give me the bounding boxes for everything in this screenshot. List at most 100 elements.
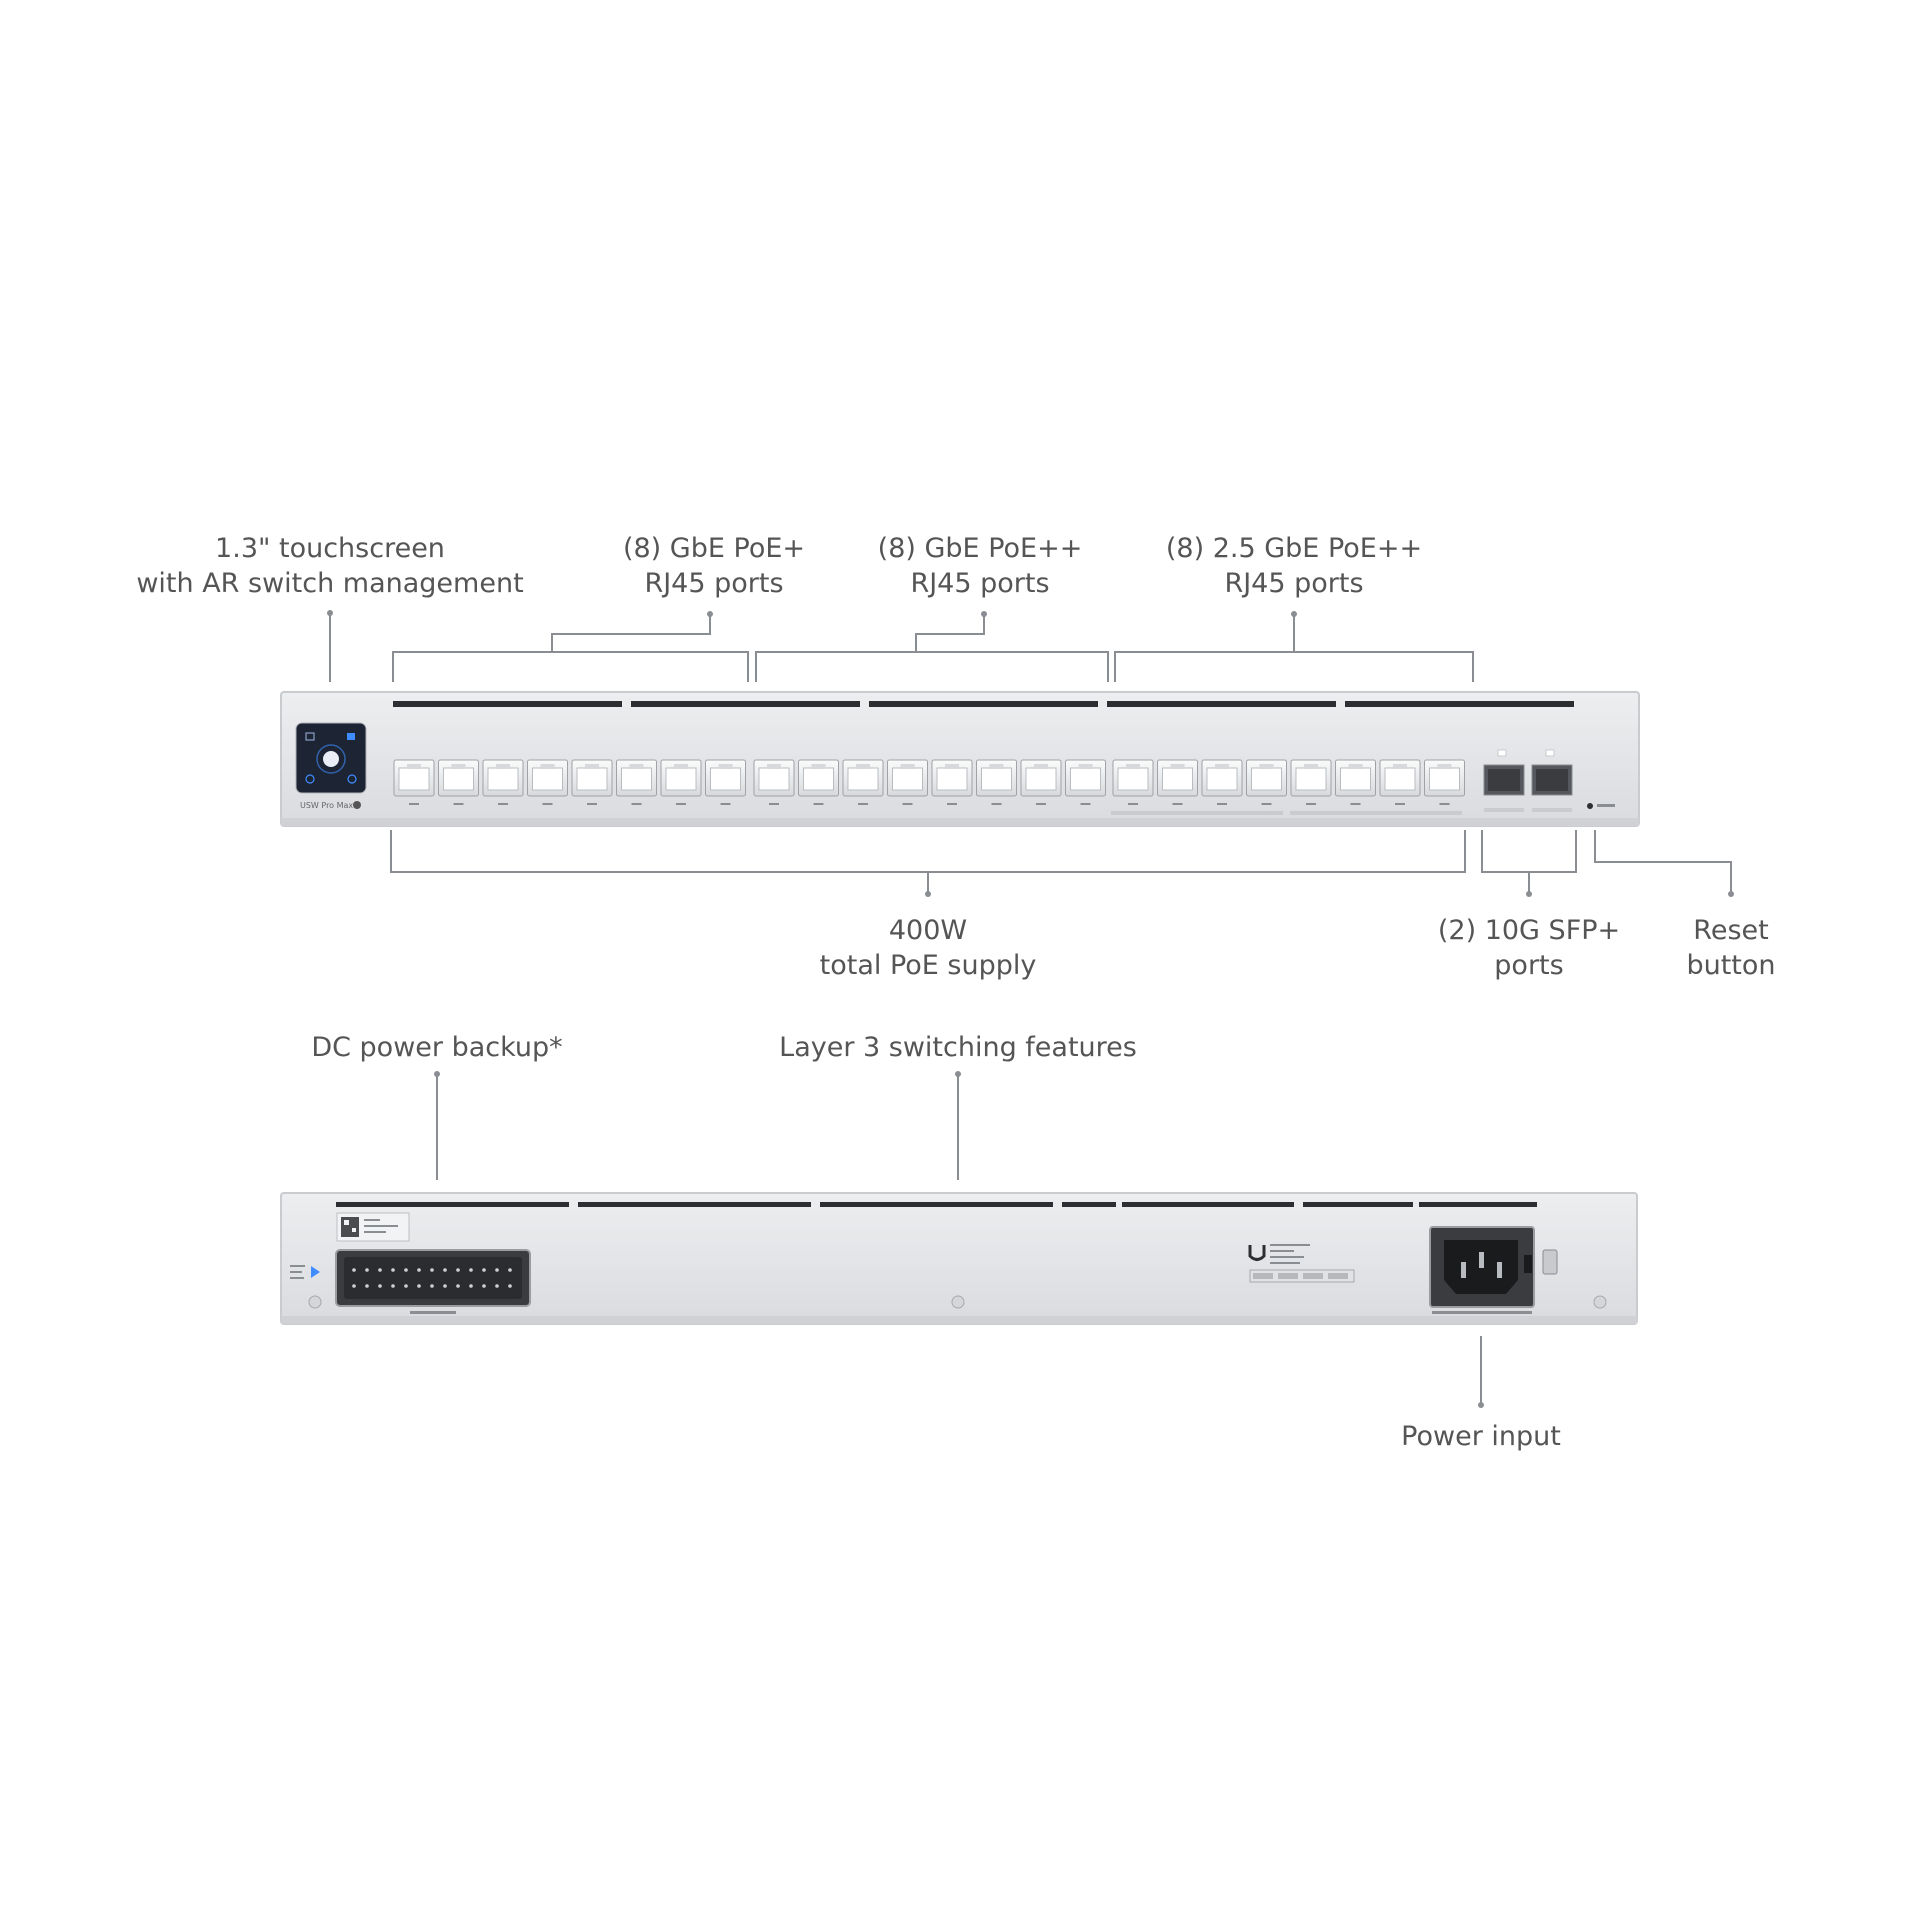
port-number-label <box>1439 803 1450 805</box>
connector-pin <box>391 1284 395 1288</box>
rj45-port[interactable] <box>705 759 746 797</box>
callout-2-5gbe-poe-plus-plus: (8) 2.5 GbE PoE++ RJ45 ports <box>1165 533 1423 599</box>
connector-pin <box>469 1268 473 1272</box>
sfp-port[interactable] <box>1531 749 1573 812</box>
connector-pin <box>365 1268 369 1272</box>
port-number-label <box>453 803 464 805</box>
model-label: USW Pro Max <box>300 801 353 810</box>
port-number-label <box>409 803 419 805</box>
rj45-port[interactable] <box>931 759 973 797</box>
rj45-port[interactable] <box>1290 759 1332 797</box>
rj45-port[interactable] <box>1201 759 1243 797</box>
callout-power-input: Power input <box>1401 1421 1561 1452</box>
connector-pin <box>495 1268 499 1272</box>
screw-icon <box>1593 1295 1607 1309</box>
rj45-port[interactable] <box>1335 759 1376 797</box>
rj45-port[interactable] <box>393 759 435 797</box>
front-leader-lines <box>329 613 1732 894</box>
connector-pin <box>443 1268 447 1272</box>
port-group-underline <box>1290 811 1462 815</box>
front-chassis <box>280 691 1640 827</box>
ubiquiti-logo-icon <box>353 801 361 809</box>
callout-touchscreen: 1.3" touchscreen with AR switch manageme… <box>136 533 524 599</box>
rj45-port[interactable] <box>976 759 1017 797</box>
dc-connector-pins <box>352 1268 512 1288</box>
sfp-port[interactable] <box>1483 749 1525 812</box>
rj45-port[interactable] <box>1424 759 1465 797</box>
callout-reset-button: Reset button <box>1686 915 1776 981</box>
rj45-port[interactable] <box>438 759 479 797</box>
connector-pin <box>456 1284 460 1288</box>
port-number-label <box>631 803 642 805</box>
port-number-label <box>947 803 957 805</box>
rj45-port[interactable] <box>887 759 928 797</box>
rj45-port[interactable] <box>616 759 657 797</box>
port-number-label <box>1217 803 1227 805</box>
port-number-label <box>1261 803 1272 805</box>
status-led <box>1545 749 1555 757</box>
port-number-label <box>1172 803 1183 805</box>
rj45-port[interactable] <box>1157 759 1198 797</box>
rj45-port[interactable] <box>1112 759 1154 797</box>
port-number-label <box>720 803 731 805</box>
connector-pin <box>352 1284 356 1288</box>
rj45-port[interactable] <box>1065 759 1106 797</box>
port-number-label <box>1350 803 1361 805</box>
port-number-label <box>1395 803 1405 805</box>
port-number-label <box>769 803 779 805</box>
connector-pin <box>430 1268 434 1272</box>
connector-pin <box>495 1284 499 1288</box>
port-number-label <box>813 803 824 805</box>
port-number-label <box>902 803 913 805</box>
rj45-port[interactable] <box>527 759 568 797</box>
rear-leader-lines <box>436 1074 1482 1405</box>
compliance-label <box>1248 1244 1355 1283</box>
connector-pin <box>469 1284 473 1288</box>
rear-chassis <box>280 1192 1638 1325</box>
rj45-port[interactable] <box>1379 759 1421 797</box>
dc-connector-label <box>410 1311 456 1314</box>
touchscreen-display <box>295 722 367 794</box>
rj45-port[interactable] <box>753 759 795 797</box>
connector-pin <box>430 1284 434 1288</box>
rj45-port[interactable] <box>1246 759 1287 797</box>
connector-pin <box>378 1268 382 1272</box>
arrow-icon <box>311 1266 320 1278</box>
power-input-socket <box>1429 1226 1558 1314</box>
callout-dc-power-backup: DC power backup* <box>311 1032 563 1063</box>
status-led <box>1497 749 1507 757</box>
front-leader-dots <box>327 610 1734 897</box>
port-number-label <box>1036 803 1046 805</box>
reset-button[interactable] <box>1587 803 1593 809</box>
callout-poe-supply: 400W total PoE supply <box>819 915 1037 981</box>
ubiquiti-logo-icon <box>1248 1245 1266 1261</box>
rj45-port[interactable] <box>842 759 884 797</box>
connector-pin <box>417 1268 421 1272</box>
port-number-label <box>587 803 597 805</box>
rj45-port[interactable] <box>798 759 839 797</box>
connector-pin <box>404 1268 408 1272</box>
port-group-underline <box>1111 811 1283 815</box>
port-number-label <box>676 803 686 805</box>
screw-icon <box>308 1295 322 1309</box>
callout-gbe-poe-plus-plus: (8) GbE PoE++ RJ45 ports <box>877 533 1083 599</box>
rear-leader-dots <box>434 1071 1484 1408</box>
port-number-label <box>542 803 553 805</box>
qr-code-label <box>336 1212 410 1242</box>
connector-pin <box>417 1284 421 1288</box>
callout-gbe-poe-plus: (8) GbE PoE+ RJ45 ports <box>622 533 806 599</box>
connector-pin <box>508 1284 512 1288</box>
rj45-port[interactable] <box>482 759 524 797</box>
port-number-label <box>1128 803 1138 805</box>
connector-pin <box>365 1284 369 1288</box>
port-number-label <box>1080 803 1091 805</box>
rj45-port[interactable] <box>660 759 702 797</box>
rj45-port-group <box>393 759 1465 805</box>
screw-icon <box>951 1295 965 1309</box>
rj45-port[interactable] <box>571 759 613 797</box>
port-number-label <box>858 803 868 805</box>
port-number-label <box>991 803 1002 805</box>
connector-pin <box>482 1268 486 1272</box>
rj45-port[interactable] <box>1020 759 1062 797</box>
